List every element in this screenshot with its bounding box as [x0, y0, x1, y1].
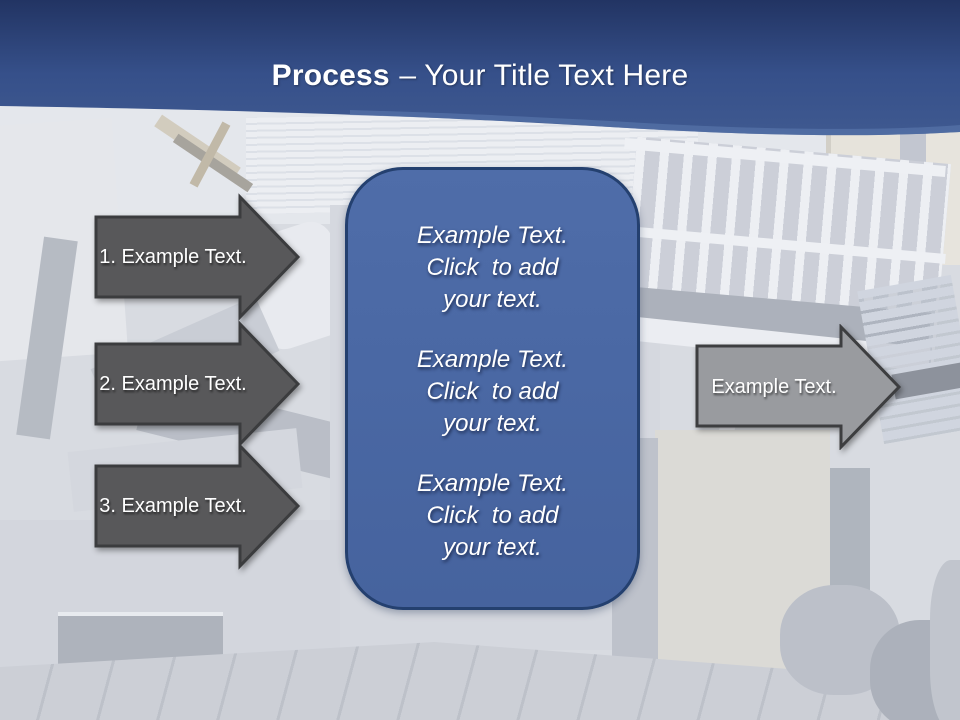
- photo-dark-gap: [16, 236, 78, 440]
- photo-dark-window-left: [58, 612, 223, 674]
- photo-flashing: [824, 625, 870, 720]
- step1-arrow-shape: [94, 193, 301, 321]
- result-arrow-label: Example Text.: [711, 376, 837, 398]
- step1-label: 1. Example Text.: [99, 246, 247, 268]
- panel-line: your text.: [443, 534, 542, 561]
- panel-line: Example Text.: [416, 346, 569, 373]
- photo-balcony-rail-mid: [626, 226, 946, 264]
- panel-text-block-1: Example Text. Click to add your text.: [362, 220, 623, 316]
- photo-foliage1: [780, 585, 900, 695]
- title-subtext: – Your Title Text Here: [399, 59, 689, 92]
- photo-rail-post1: [663, 422, 736, 628]
- header-banner: [0, 0, 960, 136]
- panel-line: your text.: [443, 286, 542, 313]
- photo-window-opening: [700, 468, 870, 603]
- step3-arrow-shape: [94, 442, 301, 570]
- panel-text-block-3: Example Text. Click to add your text.: [362, 468, 623, 564]
- header-wave-highlight: [350, 110, 960, 136]
- title-emphasis: Process: [271, 59, 390, 92]
- panel-line: Click to add: [426, 378, 559, 405]
- photo-concrete-pillar: [655, 430, 830, 720]
- photo-foliage2: [870, 620, 960, 720]
- step2-label: 2. Example Text.: [99, 373, 247, 395]
- slide-title: Process – Your Title Text Here: [0, 56, 960, 96]
- panel-line: Example Text.: [416, 470, 569, 497]
- panel-line: Click to add: [426, 502, 559, 529]
- step3-label: 3. Example Text.: [99, 495, 247, 517]
- result-arrow-shape: [695, 324, 902, 450]
- step2-arrow-shape: [94, 320, 301, 448]
- photo-roof-slab: [0, 642, 905, 720]
- photo-foliage3: [930, 560, 960, 720]
- content-panel: Example Text. Click to add your text. Ex…: [345, 167, 640, 610]
- header-wave-shape: [0, 0, 960, 136]
- panel-line: Click to add: [426, 254, 559, 281]
- panel-line: your text.: [443, 410, 542, 437]
- photo-rail-post2: [734, 431, 804, 629]
- panel-line: Example Text.: [416, 222, 569, 249]
- panel-text-block-2: Example Text. Click to add your text.: [362, 344, 623, 440]
